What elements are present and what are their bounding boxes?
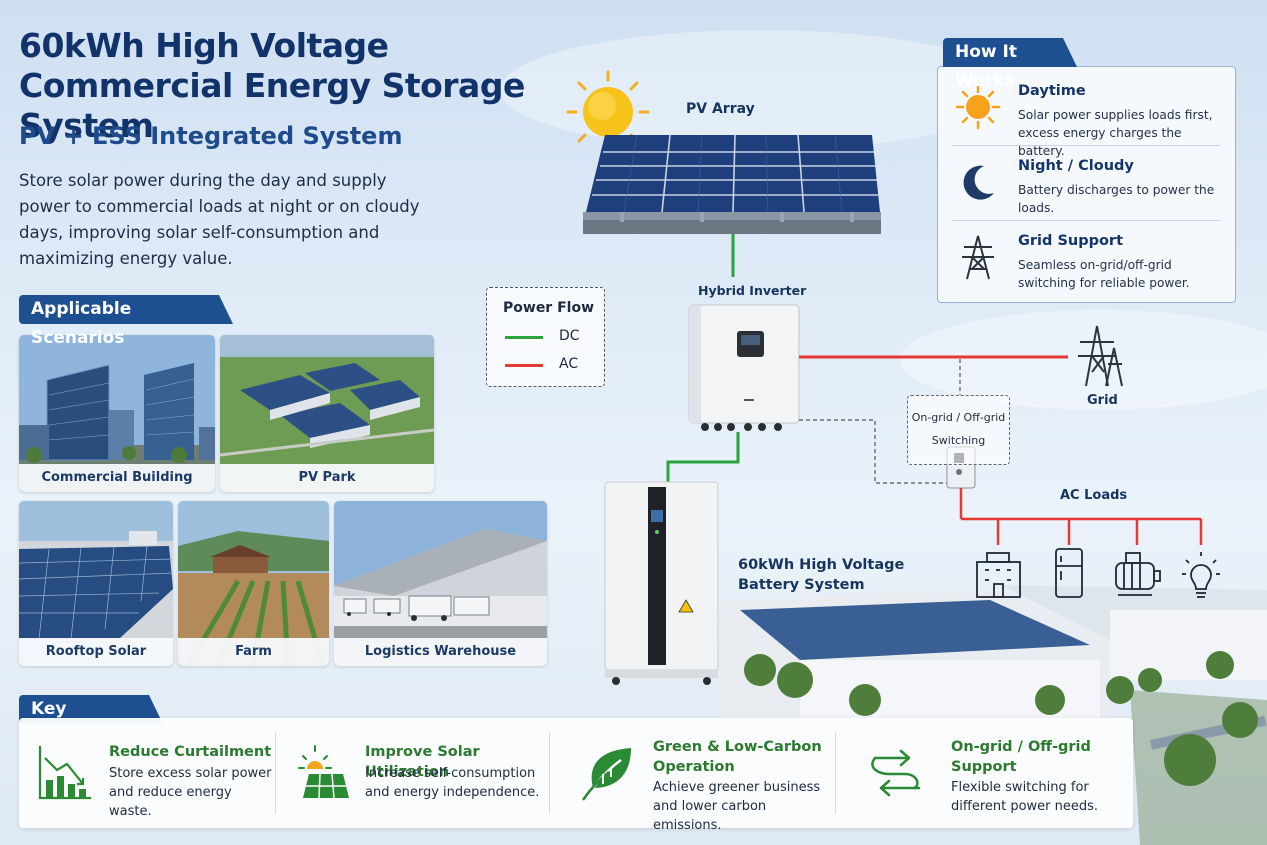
benefit-desc: Increase self-consumption and energy ind… bbox=[365, 766, 540, 800]
scenario-rooftop-solar: Rooftop Solar Project bbox=[19, 501, 173, 666]
hybrid-inverter-label: Hybrid Inverter bbox=[698, 283, 807, 298]
legend-title: Power Flow bbox=[503, 300, 594, 316]
switching-box: On-grid / Off-grid Switching bbox=[907, 395, 1010, 465]
divider bbox=[952, 220, 1220, 221]
scenario-commercial-building: Commercial Building bbox=[19, 335, 215, 492]
legend-ac-label: AC bbox=[559, 356, 579, 372]
page-title: 60kWh High Voltage Commercial Energy Sto… bbox=[19, 26, 525, 145]
benefit-green-low-carbon: Green & Low-Carbon Operation Achieve gre… bbox=[551, 718, 831, 833]
how-item-title: Grid Support bbox=[1018, 233, 1124, 249]
scenario-pv-park: PV Park bbox=[220, 335, 434, 492]
legend-dc-label: DC bbox=[559, 328, 580, 344]
how-item-night: Night / Cloudy Battery discharges to pow… bbox=[938, 144, 1235, 219]
divider bbox=[835, 732, 836, 814]
benefit-title: Reduce Curtailment bbox=[109, 744, 272, 760]
pv-array-label: PV Array bbox=[686, 101, 755, 117]
how-item-title: Daytime bbox=[1018, 83, 1086, 99]
legend-dc-swatch bbox=[505, 336, 543, 339]
moon-icon bbox=[963, 165, 994, 200]
scenario-label: Rooftop Solar Project bbox=[19, 638, 173, 666]
power-flow-legend: Power Flow DC AC bbox=[486, 287, 605, 387]
scenario-farm: Farm bbox=[178, 501, 329, 666]
ac-loads-label: AC Loads bbox=[1060, 488, 1128, 503]
battery-label-line1: 60kWh High Voltage bbox=[738, 557, 905, 573]
benefit-title: On-grid / Off-grid Support bbox=[951, 739, 1091, 775]
benefit-title: Improve Solar Utilization bbox=[365, 744, 480, 780]
divider bbox=[549, 732, 550, 814]
pylon-icon bbox=[962, 235, 994, 280]
benefit-solar-utilization: Improve Solar Utilization Increase self-… bbox=[277, 718, 547, 828]
how-item-desc: Seamless on-grid/off-grid switching for … bbox=[1018, 258, 1190, 290]
benefit-desc: Flexible switching for different power n… bbox=[951, 780, 1099, 814]
benefit-desc: Store excess solar power and reduce ener… bbox=[109, 766, 272, 819]
scenario-label: PV Park bbox=[220, 464, 434, 492]
benefit-title: Green & Low-Carbon Operation bbox=[653, 739, 822, 775]
how-item-desc: Battery discharges to power the loads. bbox=[1018, 183, 1215, 215]
key-benefits-panel: Reduce Curtailment Store excess solar po… bbox=[19, 718, 1133, 833]
solar-panel-sun-icon bbox=[298, 745, 349, 799]
switching-label-line1: On-grid / Off-grid bbox=[911, 411, 1006, 424]
battery-label-line2: Battery System bbox=[738, 577, 865, 593]
scenario-label: Logistics Warehouse bbox=[334, 638, 547, 666]
leaf-icon bbox=[581, 748, 631, 801]
scenario-logistics-warehouse: Logistics Warehouse bbox=[334, 501, 547, 666]
page-subtitle: PV + ESS Integrated System bbox=[19, 122, 403, 150]
how-item-daytime: Daytime Solar power supplies loads first… bbox=[938, 69, 1235, 158]
legend-ac-swatch bbox=[505, 364, 543, 367]
benefit-desc: Achieve greener business and lower carbo… bbox=[653, 780, 821, 833]
intro-text: Store solar power during the day and sup… bbox=[19, 171, 420, 268]
scenario-label: Farm bbox=[178, 638, 329, 666]
how-item-grid: Grid Support Seamless on-grid/off-grid s… bbox=[938, 219, 1235, 294]
chart-down-icon bbox=[38, 746, 91, 800]
grid-label: Grid bbox=[1087, 393, 1118, 408]
how-it-works-heading: How It Works bbox=[943, 38, 1077, 91]
how-item-title: Night / Cloudy bbox=[1018, 158, 1134, 174]
scenarios-heading: Applicable Scenarios bbox=[19, 295, 233, 348]
divider bbox=[275, 732, 276, 814]
switch-arrows-icon bbox=[871, 749, 921, 797]
how-it-works-panel: Daytime Solar power supplies loads first… bbox=[937, 66, 1236, 303]
benefit-on-off-grid: On-grid / Off-grid Support Flexible swit… bbox=[837, 718, 1133, 828]
sun-icon bbox=[955, 84, 1001, 130]
switching-label-line2: Switching bbox=[931, 434, 986, 447]
divider bbox=[952, 145, 1220, 146]
how-item-desc: Solar power supplies loads first, excess… bbox=[1018, 108, 1213, 158]
benefit-reduce-curtailment: Reduce Curtailment Store excess solar po… bbox=[19, 718, 274, 828]
scenario-label: Commercial Building bbox=[19, 464, 215, 492]
